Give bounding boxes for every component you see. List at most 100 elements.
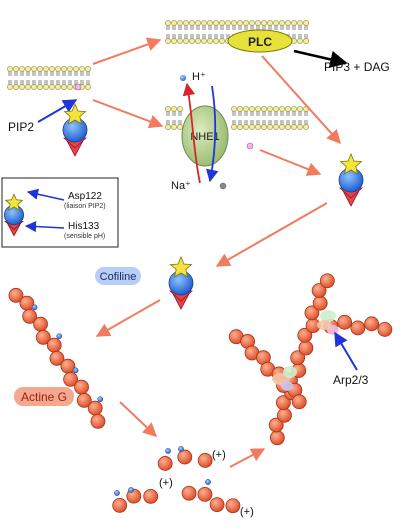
lipid <box>49 66 55 76</box>
actin-monomer <box>49 350 65 366</box>
actin-monomer <box>63 371 79 387</box>
actin-monomer <box>337 314 353 330</box>
arp23-subunit <box>320 310 336 322</box>
lipid <box>177 34 183 44</box>
lipid <box>213 34 219 44</box>
lipid <box>237 120 243 130</box>
lipid <box>171 106 177 116</box>
lipid <box>243 120 249 130</box>
pip2-lipid-head <box>74 83 82 91</box>
lipid <box>303 120 309 130</box>
actin-monomer <box>181 485 197 501</box>
lipid <box>291 20 297 30</box>
flow-arrows <box>92 37 341 468</box>
lipid <box>273 106 279 116</box>
lipid <box>183 20 189 30</box>
actin-monomer <box>311 283 327 298</box>
lipid <box>273 20 279 30</box>
legend-asp-arrow <box>26 188 65 201</box>
flow-arrow <box>229 448 266 468</box>
lipid <box>165 120 171 130</box>
lipid <box>165 106 171 116</box>
actin-monomer <box>157 456 173 471</box>
lipid <box>13 66 19 76</box>
legend-his-note: (sensible pH) <box>64 233 105 240</box>
lipid <box>219 20 225 30</box>
arp23-subunit <box>281 381 293 391</box>
lipid <box>297 20 303 30</box>
plus-end-label: (+) <box>240 506 254 518</box>
plc-enzyme: PLC <box>227 29 293 53</box>
lipid <box>297 106 303 116</box>
lipid <box>55 80 61 90</box>
actin-monomer <box>290 350 306 366</box>
lipid <box>201 34 207 44</box>
proton-ion <box>180 75 186 81</box>
lipid <box>55 66 61 76</box>
arp23-pointer-arrow <box>334 331 358 371</box>
actin-filament-icon <box>8 273 393 514</box>
flow-arrow <box>215 202 328 267</box>
plc-label: PLC <box>248 35 272 49</box>
lipid <box>219 34 225 44</box>
bound-cofilin-dot <box>72 367 79 374</box>
actin-monomer <box>350 320 366 336</box>
lipid <box>177 106 183 116</box>
lipid <box>67 66 73 76</box>
lipid <box>255 106 261 116</box>
lipid <box>79 66 85 76</box>
lipid <box>195 20 201 30</box>
bound-cofilin-dot <box>205 479 211 485</box>
sodium-ion <box>219 182 227 190</box>
lipid <box>261 120 267 130</box>
lipid <box>171 20 177 30</box>
lipid <box>291 106 297 116</box>
lipid <box>43 66 49 76</box>
actin-monomer <box>112 497 128 513</box>
actin-monomer <box>312 295 328 311</box>
lipid <box>201 20 207 30</box>
lipid <box>249 20 255 30</box>
lipid <box>171 120 177 130</box>
lipid <box>231 20 237 30</box>
legend-cofilin-icon <box>3 193 25 237</box>
cofilin-molecule <box>338 152 364 207</box>
lipid <box>255 20 261 30</box>
actin-monomer <box>35 329 51 345</box>
arp23-label: Arp2/3 <box>333 373 369 387</box>
lipid <box>285 106 291 116</box>
bound-cofilin-dot <box>56 333 63 340</box>
lipid <box>85 80 91 90</box>
lipid <box>237 20 243 30</box>
lipid <box>165 34 171 44</box>
lipid <box>61 80 67 90</box>
actin-monomer <box>268 417 284 433</box>
actine-g-badge <box>14 387 74 406</box>
arp23-subunit <box>327 325 339 335</box>
legend-his-label: His133 <box>68 221 100 232</box>
actin-monomer <box>291 394 307 410</box>
actin-monomer <box>33 316 48 332</box>
bound-cofilin-dot <box>31 304 38 311</box>
lipid <box>165 20 171 30</box>
nhe1-label: NHE1 <box>190 131 219 143</box>
lipid <box>267 106 273 116</box>
lipid <box>37 66 43 76</box>
lipid <box>285 20 291 30</box>
actin-monomer <box>364 316 380 332</box>
cofilin-molecule <box>168 255 194 310</box>
na-plus-label: Na⁺ <box>171 180 191 192</box>
lipid <box>261 20 267 30</box>
plus-end-label: (+) <box>159 477 173 489</box>
cofiline-label: Cofiline <box>100 271 137 283</box>
lipid <box>273 120 279 130</box>
nhe1-exchanger-icon: NHE1 <box>180 75 229 190</box>
bound-cofilin-dot <box>165 448 171 454</box>
actin-monomer <box>225 498 241 514</box>
actin-monomer <box>90 413 106 429</box>
bound-cofilin-dot <box>128 487 134 493</box>
lipid <box>207 20 213 30</box>
arp23-subunit <box>317 320 331 330</box>
flow-arrow <box>261 55 341 145</box>
lipid <box>207 34 213 44</box>
